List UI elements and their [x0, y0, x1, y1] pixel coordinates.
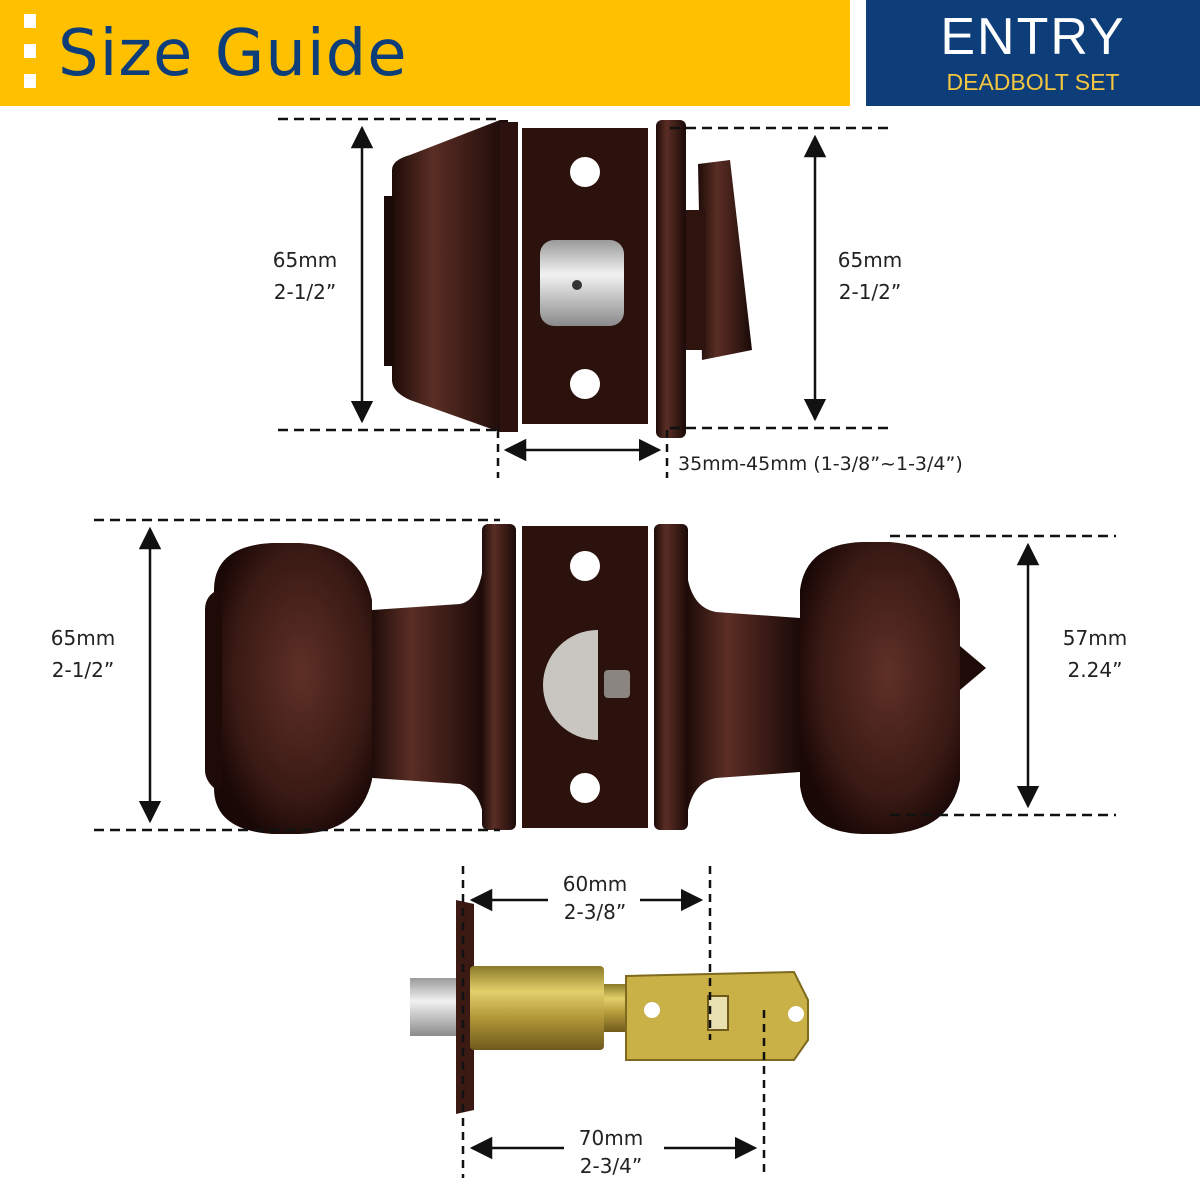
- badge-subtitle: DEADBOLT SET: [946, 69, 1120, 95]
- dimension-metric: 60mm: [562, 872, 628, 896]
- dimension-metric: 65mm: [837, 248, 903, 272]
- bolt-spindle-hole: [572, 280, 582, 290]
- deadbolt-bolt: [540, 240, 624, 326]
- page-title: Size Guide: [58, 17, 408, 91]
- knob-right-height-label: 57mm 2.24”: [1040, 622, 1150, 686]
- adjustment-hole: [788, 1006, 804, 1022]
- dimension-metric: 65mm: [50, 626, 116, 650]
- deadbolt-key-face: [384, 196, 394, 366]
- push-button-lock: [960, 646, 986, 690]
- size-guide-banner: Size Guide: [0, 0, 850, 106]
- banner-bullet-mark: [24, 74, 36, 88]
- knob-left-height-label: 65mm 2-1/2”: [28, 622, 138, 686]
- dimension-imperial: 2-3/8”: [563, 900, 627, 924]
- screw-hole: [570, 157, 600, 187]
- dimension-imperial: 2-1/2”: [273, 280, 337, 304]
- latch-bolt-tip: [410, 978, 460, 1036]
- latch-backset-short-label: 60mm 2-3/8”: [540, 870, 650, 926]
- deadbolt-illustration: [384, 120, 752, 438]
- product-badge: ENTRY DEADBOLT SET: [866, 0, 1200, 106]
- dimension-imperial: 2.24”: [1067, 658, 1123, 682]
- banner-bullet-mark: [24, 44, 36, 58]
- badge-title: ENTRY: [940, 8, 1126, 66]
- door-thickness-label: 35mm-45mm (1-3/8”~1-3/4”): [678, 453, 963, 475]
- latch-faceplate: [456, 900, 474, 1114]
- deadbolt-right-height-label: 65mm 2-1/2”: [815, 244, 925, 308]
- left-knob-face: [205, 592, 222, 788]
- adjustment-hole: [644, 1002, 660, 1018]
- deadbolt-interior-rose: [656, 120, 686, 438]
- right-knob-neck: [688, 580, 800, 810]
- screw-hole: [570, 551, 600, 581]
- deadbolt-exterior-cylinder: [392, 120, 508, 432]
- knob-dimension-lines: [94, 518, 1116, 832]
- latch-housing-step: [604, 984, 628, 1032]
- dimension-imperial: 2-1/2”: [838, 280, 902, 304]
- knob-illustration: [205, 524, 986, 834]
- dimension-metric: 57mm: [1062, 626, 1128, 650]
- banner-bullet-mark: [24, 14, 36, 28]
- deadbolt-dimension-lines: [278, 117, 890, 478]
- latch-spindle-slot: [707, 995, 729, 1031]
- left-knob-neck: [372, 560, 484, 820]
- latch-housing: [470, 966, 604, 1050]
- dimension-metric: 65mm: [272, 248, 338, 272]
- deadbolt-left-height-label: 65mm 2-1/2”: [250, 244, 360, 308]
- left-knob: [214, 543, 372, 834]
- latch-bolt: [543, 630, 598, 740]
- dimension-metric: 70mm: [578, 1126, 644, 1150]
- screw-hole: [570, 369, 600, 399]
- right-knob-rose: [654, 524, 688, 830]
- thumbturn-base: [686, 210, 706, 350]
- left-knob-rose: [482, 524, 516, 830]
- deadbolt-rose: [500, 122, 518, 432]
- latch-dimension-lines: [461, 866, 766, 1178]
- dimension-imperial: 2-1/2”: [51, 658, 115, 682]
- screw-hole: [570, 773, 600, 803]
- thumbturn: [698, 160, 752, 360]
- latch-deadlatch: [604, 670, 630, 698]
- latch-illustration: [410, 900, 809, 1114]
- right-knob: [800, 542, 960, 834]
- latch-backset-long-label: 70mm 2-3/4”: [556, 1124, 666, 1180]
- dimension-imperial: 2-3/4”: [579, 1154, 643, 1178]
